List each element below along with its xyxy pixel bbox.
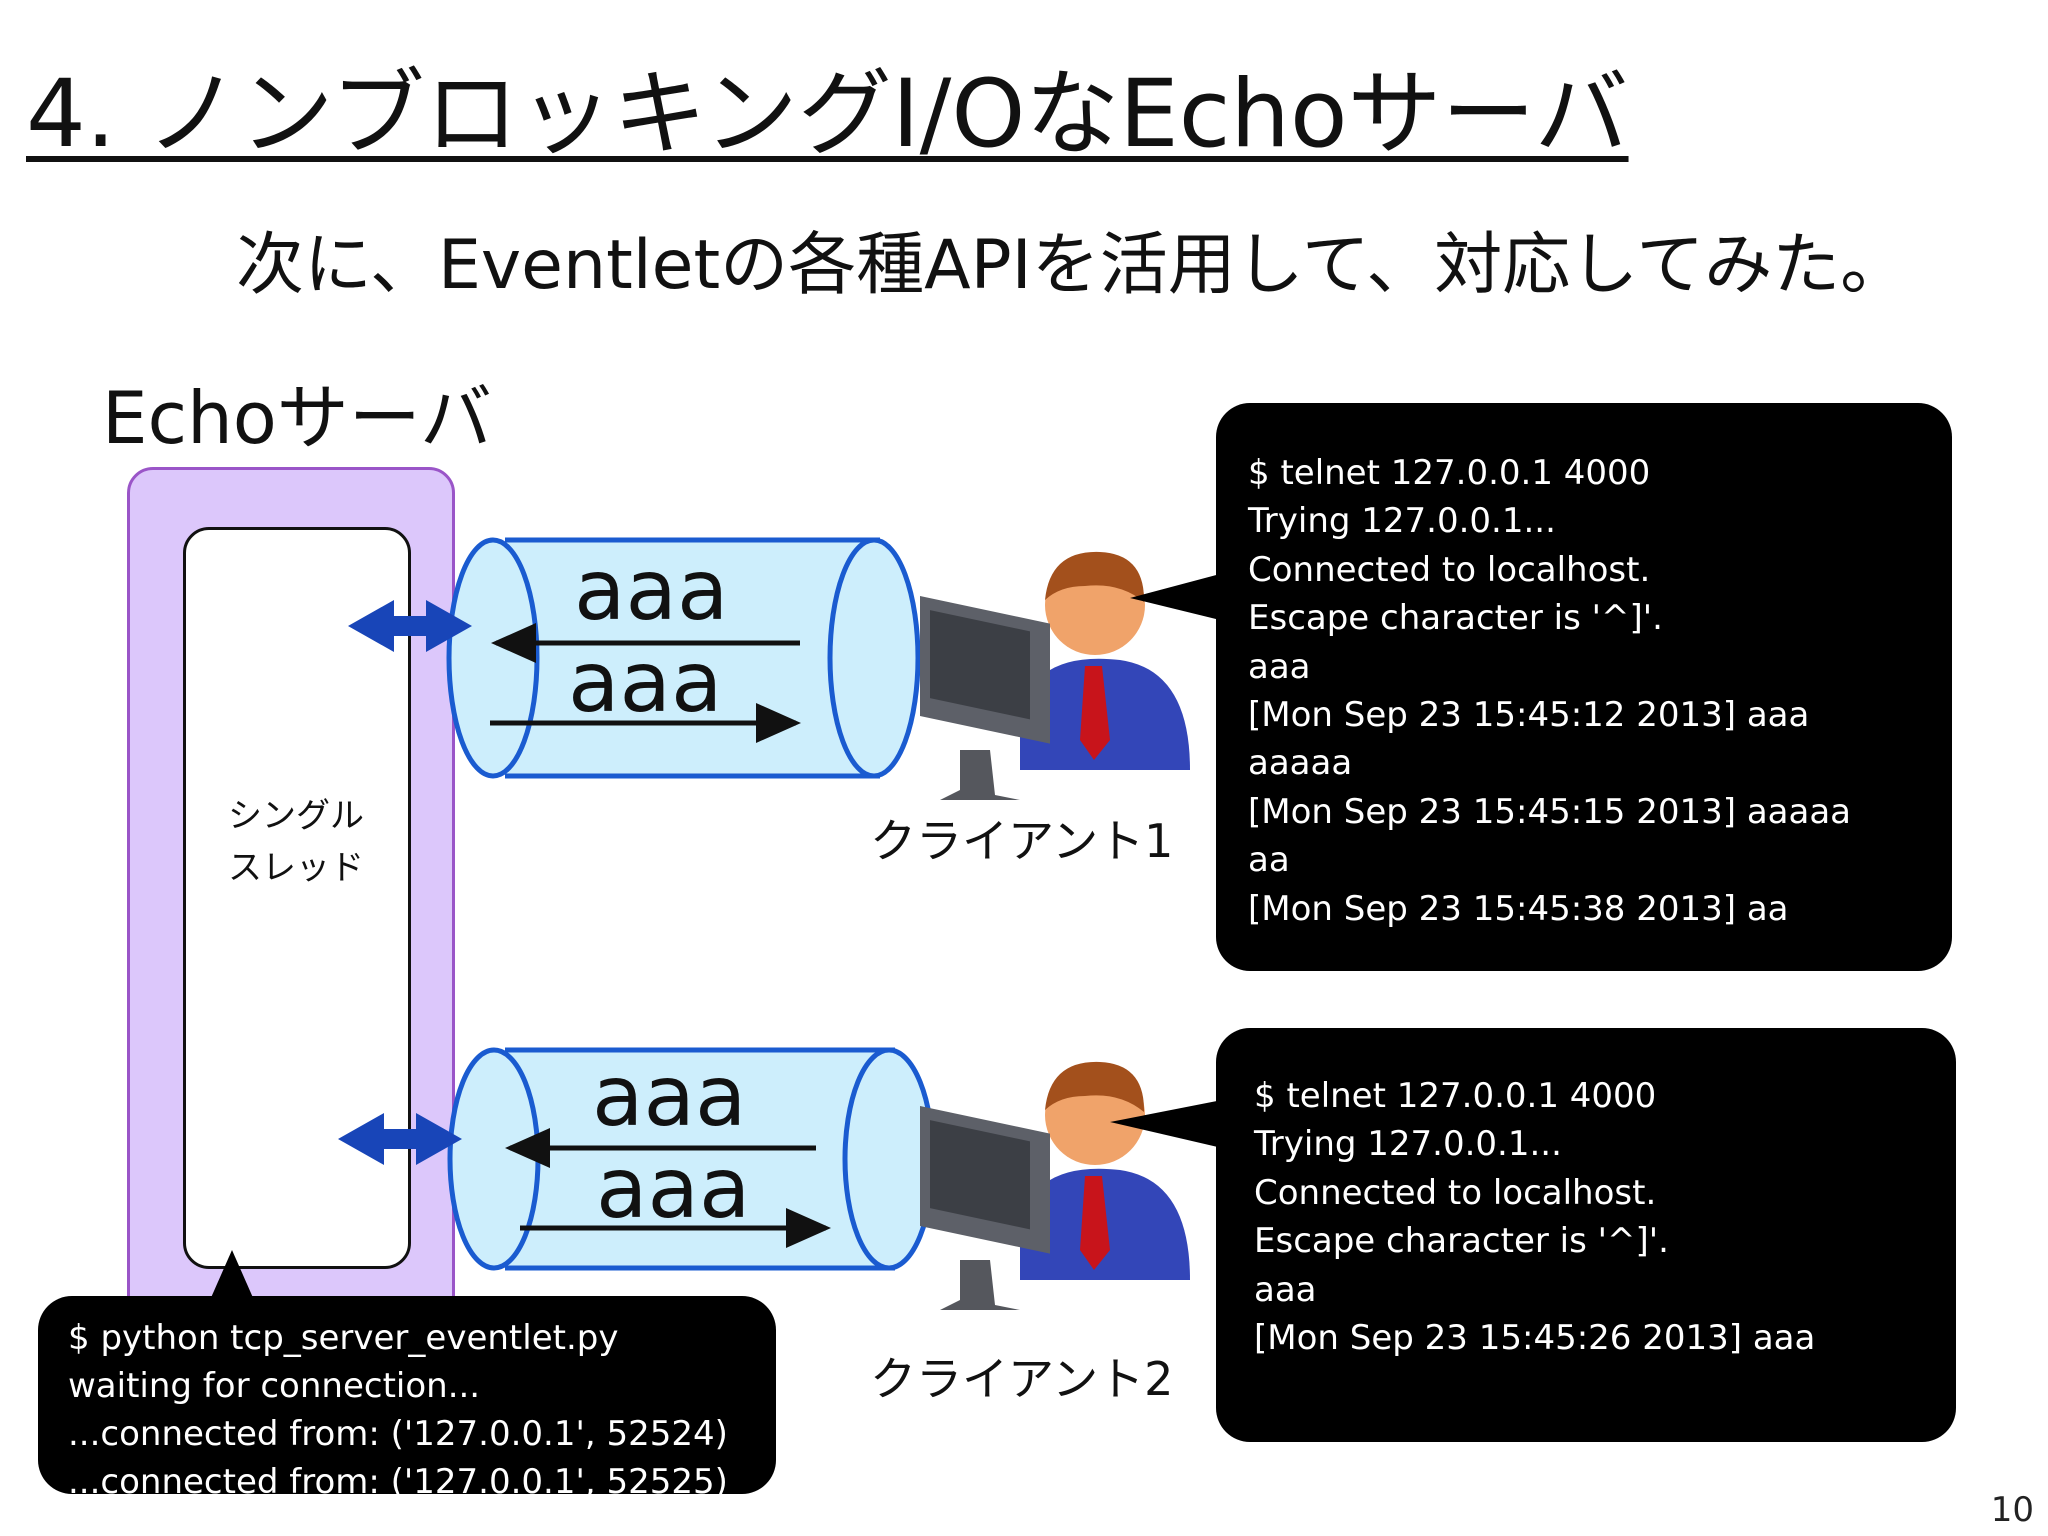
client-1-terminal: $ telnet 127.0.0.1 4000 Trying 127.0.0.1… — [1216, 403, 1952, 971]
server-console: $ python tcp_server_eventlet.py waiting … — [38, 1296, 776, 1502]
server-console-pointer — [210, 1250, 254, 1300]
terminal-line: Trying 127.0.0.1... — [1248, 501, 1556, 542]
terminal-line: aaaaa — [1248, 743, 1353, 784]
terminal-2-pointer — [1110, 1100, 1222, 1148]
person-at-computer-icon — [920, 1061, 1190, 1310]
console-line: ...connected from: ('127.0.0.1', 52525) — [68, 1462, 728, 1502]
thread-label-line1: シングル — [228, 796, 364, 836]
thread-label-line2: スレッド — [228, 848, 364, 888]
single-thread-label: シングル スレッド — [228, 790, 364, 894]
terminal-line: $ telnet 127.0.0.1 4000 — [1254, 1076, 1657, 1116]
pipe-1-incoming-text: aaa — [574, 541, 729, 639]
terminal-line: Escape character is '^]'. — [1248, 598, 1663, 639]
terminal-line: aa — [1248, 840, 1290, 881]
echo-server-label: Echoサーバ — [102, 376, 493, 460]
terminal-line: $ telnet 127.0.0.1 4000 — [1248, 453, 1651, 493]
double-arrow-icon — [348, 600, 472, 652]
terminal-line: [Mon Sep 23 15:45:12 2013] aaa — [1248, 695, 1810, 736]
terminal-line: aaa — [1248, 646, 1311, 687]
console-line: waiting for connection... — [68, 1366, 481, 1406]
console-line: ...connected from: ('127.0.0.1', 52524) — [68, 1414, 728, 1454]
pipe-2-outgoing-text: aaa — [596, 1139, 751, 1237]
client-2-label: クライアント2 — [870, 1352, 1174, 1406]
person-at-computer-icon — [920, 551, 1190, 800]
slide-title: 4. ノンブロッキングI/OなEchoサーバ — [26, 60, 1629, 169]
terminal-line: Trying 127.0.0.1... — [1254, 1124, 1562, 1165]
pipe-2-incoming-text: aaa — [592, 1047, 747, 1145]
terminal-line: Connected to localhost. — [1254, 1172, 1657, 1213]
pipe-1-outgoing-text: aaa — [568, 633, 723, 731]
console-line: $ python tcp_server_eventlet.py — [68, 1318, 619, 1358]
client-2-terminal: $ telnet 127.0.0.1 4000 Trying 127.0.0.1… — [1216, 1028, 1956, 1442]
terminal-line: [Mon Sep 23 15:45:26 2013] aaa — [1254, 1318, 1816, 1359]
page-number: 10 — [1990, 1490, 2034, 1530]
terminal-1-pointer — [1130, 574, 1220, 620]
terminal-line: [Mon Sep 23 15:45:38 2013] aa — [1248, 888, 1789, 929]
terminal-line: Escape character is '^]'. — [1254, 1221, 1669, 1262]
client-1-label: クライアント1 — [870, 814, 1174, 868]
double-arrow-icon — [338, 1113, 462, 1165]
terminal-line: [Mon Sep 23 15:45:15 2013] aaaaa — [1248, 791, 1852, 832]
terminal-line: Connected to localhost. — [1248, 549, 1651, 590]
terminal-line: aaa — [1254, 1269, 1317, 1310]
slide-subtitle: 次に、Eventletの各種APIを活用して、対応してみた。 — [236, 226, 1909, 305]
